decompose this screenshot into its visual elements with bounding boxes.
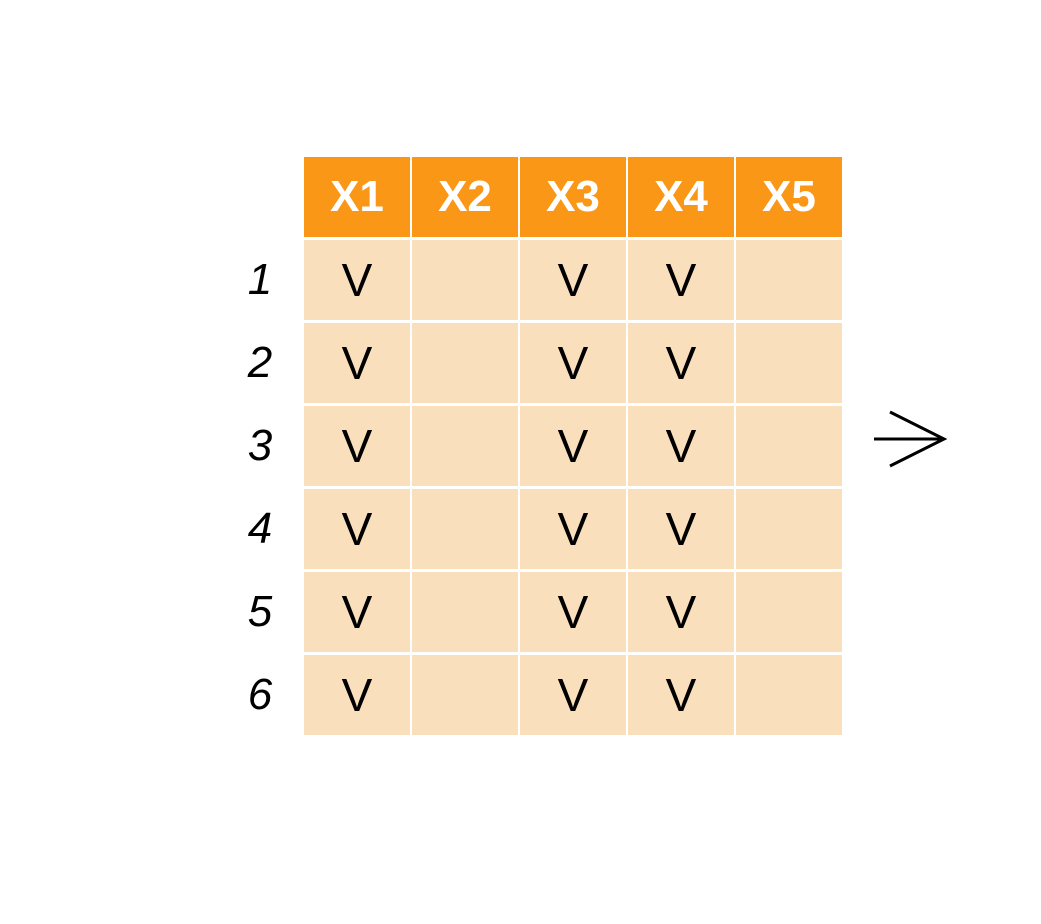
cell-r5-c5 bbox=[736, 572, 842, 652]
row-label-6: 6 bbox=[247, 670, 273, 719]
cell-r4-c5 bbox=[736, 489, 842, 569]
cell-r2-c5 bbox=[736, 323, 842, 403]
row-label-4: 4 bbox=[247, 504, 273, 553]
cell-r1-c4: V bbox=[628, 240, 734, 320]
row-label-2: 2 bbox=[247, 338, 273, 387]
row-label-3: 3 bbox=[247, 421, 273, 470]
cell-r2-c2 bbox=[412, 323, 518, 403]
cell-r2-c1: V bbox=[304, 323, 410, 403]
cell-r2-c4: V bbox=[628, 323, 734, 403]
cell-r2-c3: V bbox=[520, 323, 626, 403]
cell-r4-c2 bbox=[412, 489, 518, 569]
column-header-x3: X3 bbox=[520, 157, 626, 237]
cell-r5-c2 bbox=[412, 572, 518, 652]
cell-r5-c1: V bbox=[304, 572, 410, 652]
cell-r3-c5 bbox=[736, 406, 842, 486]
cell-r3-c4: V bbox=[628, 406, 734, 486]
cell-r5-c3: V bbox=[520, 572, 626, 652]
cell-r6-c5 bbox=[736, 655, 842, 735]
cell-r6-c4: V bbox=[628, 655, 734, 735]
cell-r3-c3: V bbox=[520, 406, 626, 486]
cell-r6-c3: V bbox=[520, 655, 626, 735]
cell-r6-c2 bbox=[412, 655, 518, 735]
column-header-x5: X5 bbox=[736, 157, 842, 237]
cell-r6-c1: V bbox=[304, 655, 410, 735]
cell-r4-c3: V bbox=[520, 489, 626, 569]
cell-r1-c5 bbox=[736, 240, 842, 320]
column-header-x4: X4 bbox=[628, 157, 734, 237]
cell-r4-c4: V bbox=[628, 489, 734, 569]
row-label-1: 1 bbox=[247, 255, 273, 304]
cell-r1-c3: V bbox=[520, 240, 626, 320]
right-arrow-icon bbox=[874, 410, 948, 468]
row-label-5: 5 bbox=[247, 587, 273, 636]
cell-r4-c1: V bbox=[304, 489, 410, 569]
cell-r5-c4: V bbox=[628, 572, 734, 652]
cell-r1-c1: V bbox=[304, 240, 410, 320]
cell-r1-c2 bbox=[412, 240, 518, 320]
cell-r3-c1: V bbox=[304, 406, 410, 486]
column-header-x1: X1 bbox=[304, 157, 410, 237]
column-header-x2: X2 bbox=[412, 157, 518, 237]
cell-r3-c2 bbox=[412, 406, 518, 486]
